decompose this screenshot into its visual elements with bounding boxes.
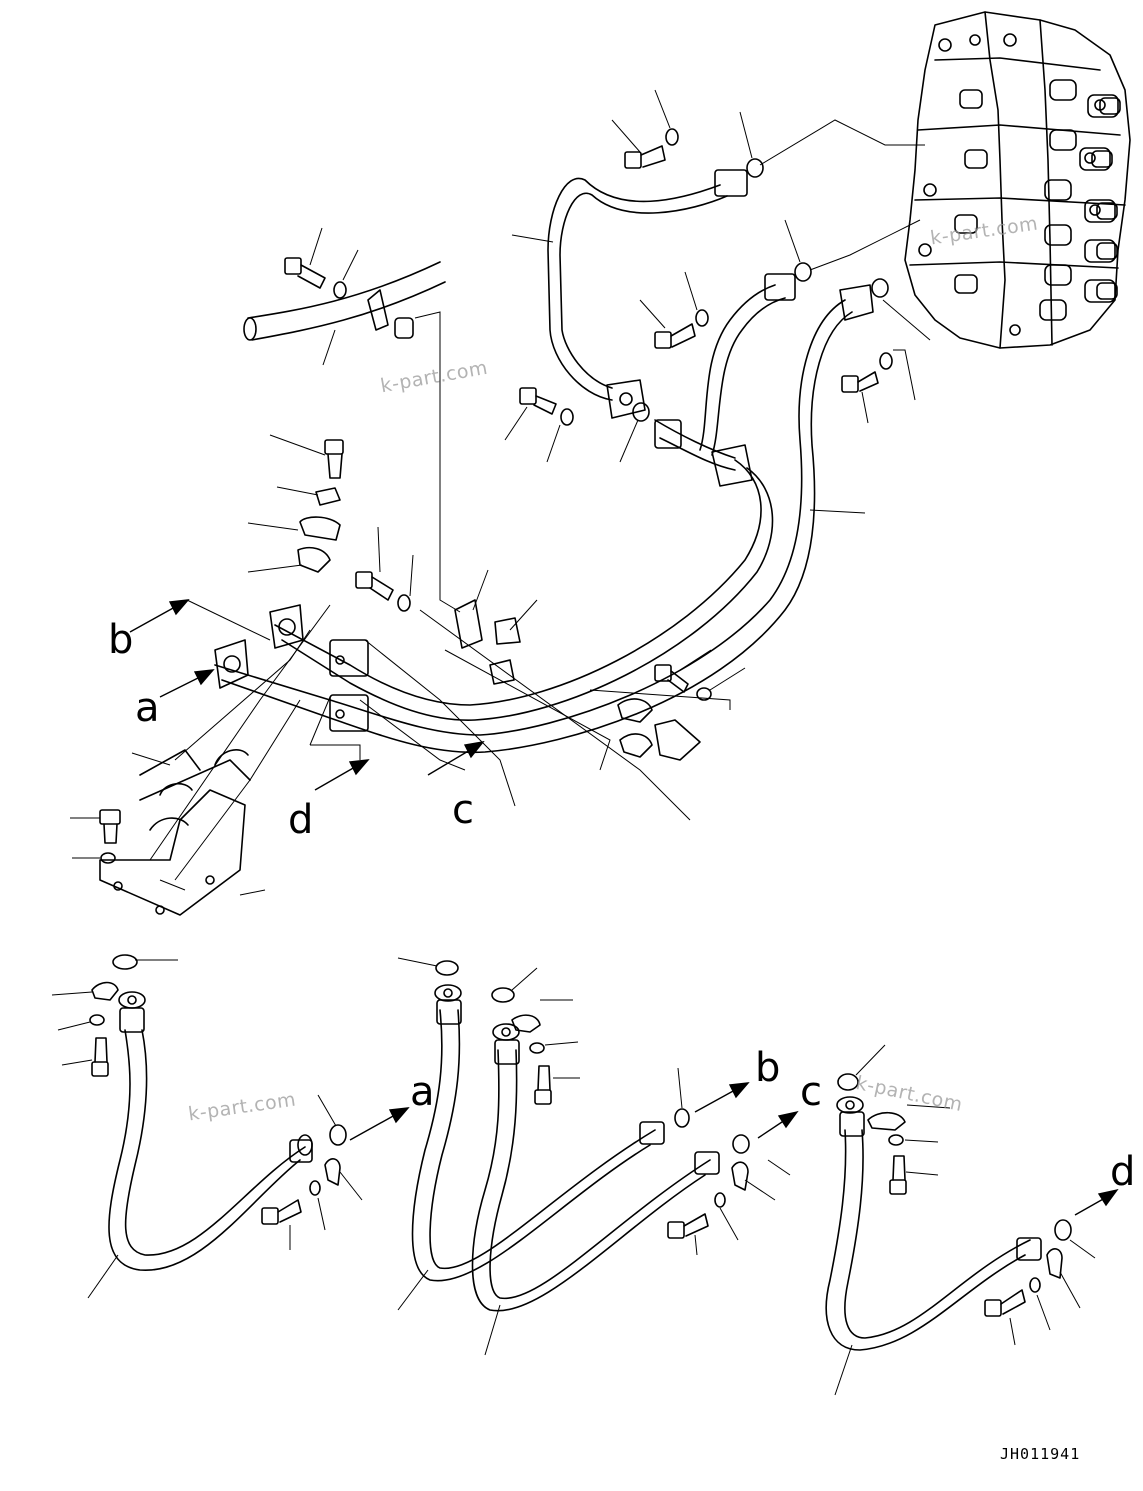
bolt: [324, 439, 344, 479]
arrow-c-upper: [427, 741, 485, 776]
label-b-lower: b: [755, 1045, 781, 1091]
long-pipe-b: [269, 273, 796, 721]
bracket-plate: [99, 749, 251, 916]
hose-right: [825, 1096, 1042, 1351]
bolt: [519, 387, 557, 415]
hose-middle-2: [471, 1023, 720, 1312]
direction-arrows: [129, 599, 1119, 1216]
arrow-d-upper: [314, 759, 370, 791]
label-d-upper: d: [288, 797, 314, 843]
upper-pipe: [547, 169, 748, 419]
arrow-b-upper: [129, 599, 190, 633]
label-d-lower: d: [1110, 1149, 1136, 1195]
label-a-upper: a: [135, 685, 160, 731]
lower-fasteners: [89, 954, 1072, 1317]
label-a-lower: a: [410, 1069, 435, 1115]
bolt: [654, 664, 689, 693]
hose-segment: [243, 261, 446, 341]
bolt: [284, 257, 326, 289]
label-b-upper: b: [108, 617, 134, 663]
label-c-lower: c: [800, 1069, 822, 1115]
leader-lines: [51, 89, 1096, 1396]
bolt: [624, 145, 666, 169]
bolt: [841, 371, 879, 393]
arrow-a-upper: [159, 669, 215, 698]
clamp-parts: [99, 128, 893, 864]
bolt: [355, 571, 394, 601]
arrow-b-lower: [694, 1082, 750, 1113]
control-valve: [904, 11, 1131, 349]
long-pipe-a: [214, 284, 874, 754]
arrow-d-lower: [1074, 1188, 1119, 1216]
drawing-code: JH011941: [1000, 1445, 1081, 1463]
hose-middle-1: [411, 984, 665, 1282]
bolt: [654, 323, 696, 349]
hose-left: [108, 991, 313, 1271]
valve-spools: [918, 33, 1121, 336]
bolt: [99, 809, 121, 844]
arrow-c-lower: [757, 1110, 799, 1139]
label-c-upper: c: [452, 787, 474, 833]
arrow-a-lower: [349, 1107, 410, 1141]
